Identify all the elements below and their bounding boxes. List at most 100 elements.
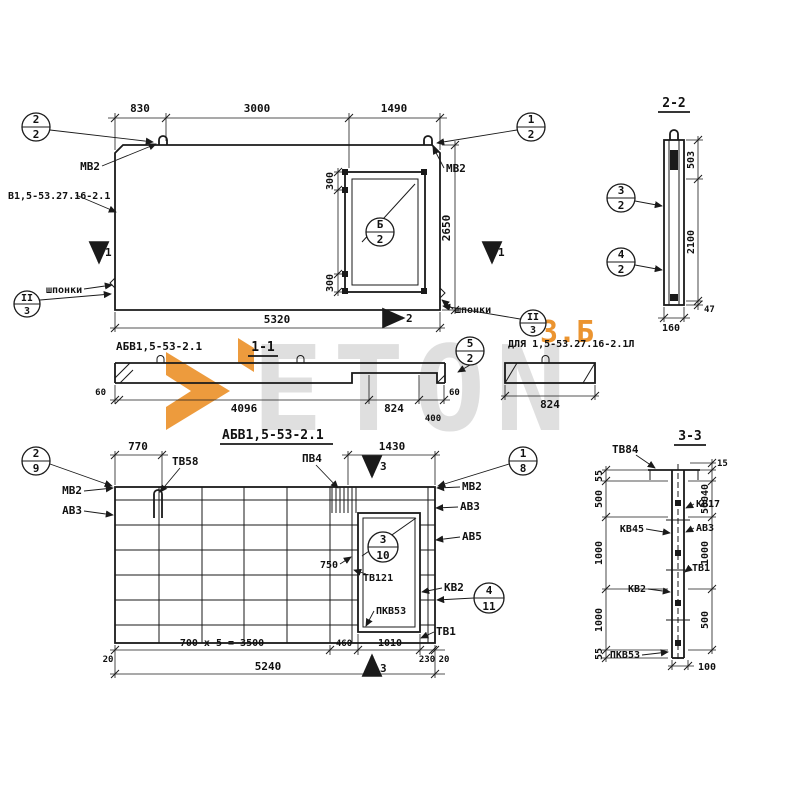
svg-text:3: 3 (380, 662, 387, 675)
svg-text:3: 3 (24, 306, 30, 317)
plan-dim-top: 830 3000 1490 (108, 102, 447, 168)
tv58-loop (153, 489, 163, 518)
svg-text:2: 2 (467, 352, 474, 365)
lifting-loop-left (158, 135, 168, 145)
svg-text:2: 2 (618, 199, 625, 212)
watermark-chevron-icon (166, 352, 230, 430)
section-2-2-loop (669, 129, 679, 140)
callout-b-2: Б 2 (365, 217, 395, 247)
section-3-3-dim-100: 100 (667, 660, 716, 673)
label-pv4: ПВ4 (302, 452, 322, 465)
svg-text:40: 40 (700, 484, 711, 496)
shponka-notch-right (439, 287, 446, 299)
dim-5320: 5320 (264, 313, 291, 326)
svg-text:1000: 1000 (700, 541, 711, 565)
callout-1-8: 1 8 (437, 446, 538, 488)
svg-text:1: 1 (520, 447, 527, 460)
callout-3-2: 3 2 (606, 183, 663, 213)
svg-text:5: 5 (467, 337, 474, 350)
dim-160: 160 (662, 323, 680, 334)
section-3-3-dims-right: 15 40 500 1000 500 (688, 458, 728, 655)
section-mark-2: 2 (382, 307, 413, 329)
section-1-1-body (114, 355, 446, 384)
section-3-3: 3-3 (594, 429, 728, 673)
svg-text:2: 2 (618, 263, 625, 276)
label-dlya: ДЛЯ 1,5-53.27.16-2.1Л (508, 339, 634, 350)
label-mv2-left-rebar: МВ2 (62, 484, 82, 497)
dim-400: 400 (425, 414, 441, 424)
plan-dim-300: 300 300 (325, 167, 344, 297)
dim-300-bottom: 300 (325, 274, 336, 292)
rebar-dim-1430: 1430 (342, 440, 440, 485)
dim-824-right: 824 (540, 398, 560, 411)
section-3-3-title: 3-3 (678, 429, 701, 444)
dim-20-left: 20 (103, 655, 114, 665)
callout-4-11: 4 11 (436, 582, 505, 614)
svg-text:3: 3 (618, 184, 625, 197)
svg-text:II: II (21, 293, 33, 304)
plan-view: 830 3000 1490 5320 2650 (8, 102, 547, 353)
dim-460: 460 (336, 639, 352, 649)
callout-4-2: 4 2 (606, 247, 663, 277)
label-kv2: КВ2 (444, 581, 464, 594)
svg-text:4: 4 (618, 248, 625, 261)
svg-text:2: 2 (528, 128, 535, 141)
callout-5-2: 5 2 (455, 336, 485, 373)
watermark: ETON З.Б (166, 315, 594, 458)
dim-300-top: 300 (325, 172, 336, 190)
callout-2-9: 2 9 (21, 446, 113, 487)
callout-2-2: 2 2 (21, 112, 154, 145)
label-av3-s33: АВ3 (696, 523, 714, 534)
svg-text:9: 9 (33, 462, 40, 475)
svg-text:3: 3 (530, 325, 536, 336)
section-1-1-dims: 60 4096 824 400 60 (95, 375, 460, 424)
svg-text:2: 2 (33, 447, 40, 460)
dim-824: 824 (384, 402, 404, 415)
callout-ii-3-left: II 3 (13, 290, 112, 318)
label-panel-mark: В1,5-53.27.16-2.1 (8, 191, 110, 202)
dim-2650: 2650 (440, 215, 453, 242)
svg-text:II: II (527, 312, 539, 323)
svg-text:1: 1 (105, 246, 112, 259)
callout-ii-3-right: II 3 (442, 303, 547, 337)
label-tv1: ТВ1 (436, 625, 456, 638)
dim-830: 830 (130, 102, 150, 115)
label-pkv53: ПКВ53 (376, 606, 406, 617)
dim-60-right: 60 (449, 388, 460, 398)
svg-text:2: 2 (406, 312, 413, 325)
svg-text:2: 2 (377, 233, 384, 246)
rebar-dim-bottom: 20 700 x 5 = 3500 460 1010 230 20 5240 (103, 634, 450, 679)
dim-1010: 1010 (378, 638, 402, 649)
label-av3-right: АВ3 (460, 500, 480, 513)
label-mv2-right-rebar: МВ2 (462, 480, 482, 493)
svg-text:1: 1 (498, 246, 505, 259)
section-2-2-title: 2-2 (662, 96, 685, 111)
svg-text:1430: 1430 (379, 440, 406, 453)
label-mv2-left: МВ2 (80, 160, 100, 173)
svg-text:500: 500 (594, 490, 605, 508)
dim-2100: 2100 (686, 230, 697, 254)
label-kv45: КВ45 (620, 524, 644, 535)
svg-text:1000: 1000 (594, 608, 605, 632)
dim-47: 47 (704, 305, 715, 315)
section-mark-3-bottom: 3 (361, 653, 387, 677)
svg-text:500: 500 (700, 496, 711, 514)
svg-text:2: 2 (33, 113, 40, 126)
callout-3-10: 3 10 (367, 531, 399, 563)
svg-text:1: 1 (528, 113, 535, 126)
svg-text:15: 15 (717, 459, 728, 469)
label-av3-left: АВ3 (62, 504, 82, 517)
label-shponki-left: шпонки (46, 285, 82, 296)
door-opening (342, 169, 427, 294)
label-tv1-s33: ТВ1 (692, 563, 710, 574)
dim-20-right: 20 (439, 655, 450, 665)
svg-text:55: 55 (594, 470, 605, 482)
dim-4096: 4096 (231, 402, 258, 415)
svg-text:100: 100 (698, 662, 716, 673)
svg-text:Б: Б (377, 218, 384, 231)
watermark-text: ETON (252, 320, 576, 458)
section-mark-1-left: 1 (88, 241, 112, 265)
rebar-vertical-bars (158, 487, 429, 643)
